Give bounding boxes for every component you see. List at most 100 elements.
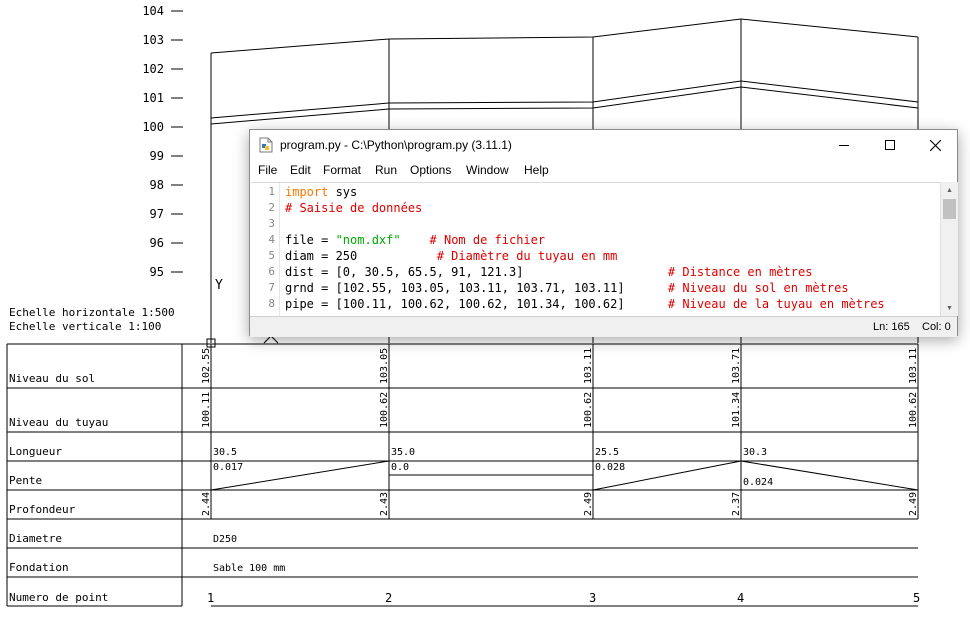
line-number: 5 [268,249,275,262]
title-bar[interactable]: program.py - C:\Python\program.py (3.11.… [250,130,957,160]
python-file-icon [259,137,273,153]
line-number: 2 [268,201,275,214]
maximize-button[interactable] [867,130,913,160]
slope-line-1 [210,460,390,491]
code-text: file = [285,233,336,247]
scroll-up-icon[interactable]: ▲ [946,186,953,194]
menu-file[interactable]: File [258,163,278,177]
line-number: 7 [268,281,275,294]
line-number: 1 [268,185,275,198]
window-title: program.py - C:\Python\program.py (3.11.… [280,138,512,152]
depth-values: 2.44 2.43 2.49 2.37 2.49 [201,492,919,516]
code-line-8: pipe = [100.11, 100.62, 100.62, 101.34, … [285,296,885,312]
pipe-level-value: 100.11 [201,392,212,428]
code-padding [357,249,436,263]
ground-level-value: 103.05 [379,348,390,384]
ground-level-value: 103.11 [583,348,594,384]
line-number: 6 [268,265,275,278]
code-line-1: import sys [285,184,357,200]
length-value: 30.5 [213,447,237,458]
menu-format[interactable]: Format [323,163,362,177]
code-padding [523,265,668,279]
length-value: 25.5 [595,447,619,458]
point-number: 1 [207,591,214,605]
scroll-thumb[interactable] [943,199,956,219]
elevation-tick-label: 97 [150,207,164,221]
slope-value: 0.0 [391,462,409,473]
scroll-down-icon[interactable]: ▼ [946,304,953,312]
code-line-4: file = "nom.dxf" # Nom de fichier [285,232,545,248]
idle-editor-window[interactable]: program.py - C:\Python\program.py (3.11.… [249,129,958,337]
length-values: 30.5 35.0 25.5 30.3 [213,447,767,458]
code-line-7: grnd = [102.55, 103.05, 103.11, 103.71, … [285,280,849,296]
row-label-pipe: Niveau du tuyau [9,416,108,429]
length-value: 35.0 [391,447,415,458]
scale-label-horizontal: Echelle horizontale 1:500 [9,306,175,319]
vertical-scrollbar[interactable]: ▲ ▼ [940,182,958,316]
pipe-level-value: 100.62 [379,392,390,428]
code-text: sys [328,185,358,199]
depth-value: 2.49 [908,492,919,516]
row-label-depth: Profondeur [9,503,76,516]
point-number: 4 [737,591,744,605]
menu-options[interactable]: Options [410,163,452,177]
code-text: grnd = [102.55, 103.05, 103.11, 103.71, … [285,281,625,295]
pipe-level-value: 101.34 [731,392,742,428]
elevation-tick-label: 99 [150,149,164,163]
code-text: diam = 250 [285,249,358,263]
ground-level-value: 103.71 [731,348,742,384]
row-label-length: Longueur [9,445,62,458]
foundation-value: Sable 100 mm [213,563,285,574]
depth-value: 2.37 [731,492,742,516]
slope-value: 0.028 [595,462,625,473]
pipe-top-line [210,80,919,119]
elevation-tick-label: 103 [142,33,164,47]
depth-value: 2.43 [379,492,390,516]
elevation-tick-label: 102 [142,62,164,76]
line-number: 8 [268,297,275,310]
code-text: dist = [0, 30.5, 65.5, 91, 121.3] [285,265,524,279]
menu-window[interactable]: Window [466,163,509,177]
pipe-level-value: 100.62 [908,392,919,428]
slope-value: 0.024 [743,477,773,488]
menu-edit[interactable]: Edit [290,163,311,177]
code-line-6: dist = [0, 30.5, 65.5, 91, 121.3] # Dist… [285,264,812,280]
pipe-level-value: 100.62 [583,392,594,428]
diameter-value: D250 [213,534,237,545]
status-bar: Ln: 165 Col: 0 [250,316,957,337]
code-comment: # Saisie de données [285,201,423,215]
length-value: 30.3 [743,447,767,458]
row-label-foundation: Fondation [9,561,69,574]
code-padding [625,297,668,311]
row-label-ground: Niveau du sol [9,372,95,385]
close-icon [929,139,941,151]
menu-help[interactable]: Help [524,163,549,177]
row-label-diameter: Diametre [9,532,62,545]
insert-marker [263,335,279,344]
code-text: pipe = [100.11, 100.62, 100.62, 101.34, … [285,297,625,311]
code-editor[interactable]: 1 2 3 4 5 6 7 8 import sys # Saisie de d… [251,182,940,317]
menu-run[interactable]: Run [375,163,398,177]
row-labels: Niveau du sol Niveau du tuyau Longueur P… [9,372,108,604]
elevation-tick-label: 95 [150,265,164,279]
close-button[interactable] [912,130,958,160]
profile-table-grid [6,343,919,607]
y-axis-marker: Y [215,278,223,293]
line-number-gutter: 1 2 3 4 5 6 7 8 [251,183,280,317]
depth-value: 2.49 [583,492,594,516]
depth-value: 2.44 [201,492,212,516]
ground-level-values: 102.55 103.05 103.11 103.71 103.11 [201,348,919,384]
line-number: 3 [268,217,275,230]
point-number: 5 [913,591,920,605]
code-keyword: import [285,185,329,199]
elevation-tick-label: 101 [142,91,164,105]
elevation-tick-label: 98 [150,178,164,192]
minimize-icon [839,145,849,146]
scale-label-vertical: Echelle verticale 1:100 [9,320,161,333]
code-line-5: diam = 250 # Diamètre du tuyau en mm [285,248,617,264]
minimize-button[interactable] [821,130,867,160]
code-comment: # Niveau de la tuyau en mètres [667,297,885,311]
maximize-icon [885,140,895,150]
code-comment: # Nom de fichier [429,233,546,247]
